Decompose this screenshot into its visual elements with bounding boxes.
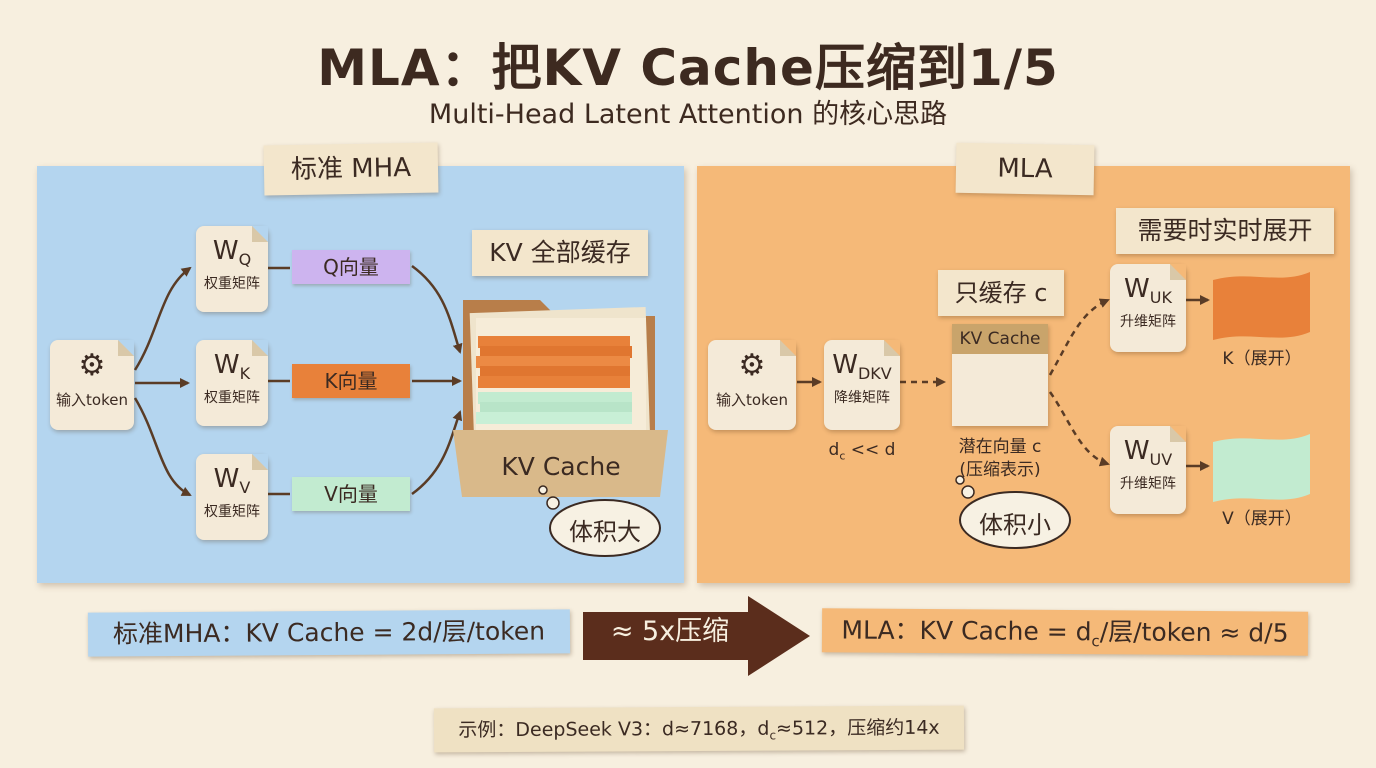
wv-card: WV 权重矩阵	[196, 454, 268, 540]
wuk-card: WUK 升维矩阵	[1110, 264, 1186, 352]
latent-line2: (压缩表示)	[959, 460, 1041, 480]
wdkv-main: W	[832, 350, 858, 380]
mha-input-card: ⚙ 输入token	[50, 340, 134, 430]
wk-card: WK 权重矩阵	[196, 340, 268, 426]
mla-summary-bar: MLA：KV Cache = dc/层/token ≈ d/5	[821, 608, 1309, 656]
wq-sub: Q	[238, 250, 252, 270]
example-post: ≈512，压缩约14x	[775, 716, 940, 740]
mla-summary-sub: c	[1091, 632, 1100, 651]
wq-card: WQ 权重矩阵	[196, 226, 268, 312]
expand-heading: 需要时实时展开	[1116, 208, 1334, 254]
wuk-main: W	[1124, 274, 1150, 304]
wuv-sub: UV	[1149, 450, 1173, 470]
wuk-sub: UK	[1149, 288, 1172, 308]
latent-line1: 潜在向量 c	[958, 437, 1042, 457]
compression-ratio-label: ≈ 5x压缩	[610, 616, 730, 647]
gear-icon: ⚙	[738, 348, 766, 383]
wk-label: 权重矩阵	[204, 390, 260, 407]
dim-note-rest: << d	[845, 440, 896, 460]
mla-bubble-text: 体积小	[979, 511, 1051, 539]
wdkv-label: 降维矩阵	[834, 390, 890, 407]
mha-bubble-text: 体积大	[569, 518, 641, 546]
kv-folder-graphic	[453, 300, 668, 497]
k-vector: K向量	[292, 364, 410, 398]
q-vector: Q向量	[292, 250, 410, 284]
dim-note-main: d	[828, 440, 840, 460]
mla-bubble	[955, 475, 1071, 549]
arrow-input-wq	[133, 266, 192, 371]
wv-main: W	[213, 464, 240, 494]
k-expanded-label: K（展开）	[1222, 349, 1302, 369]
example-pre: 示例：DeepSeek V3：d≈7168，d	[458, 717, 770, 742]
k-expanded-sheet	[1213, 272, 1310, 340]
wv-sub: V	[239, 478, 251, 498]
page-title: MLA：把KV Cache压缩到1/5	[317, 39, 1059, 97]
kv-cache-heading: KV 全部缓存	[472, 230, 648, 276]
mla-summary-pre: MLA：KV Cache = d	[841, 615, 1092, 647]
v-expanded-sheet	[1213, 434, 1310, 502]
arrow-input-wv	[133, 397, 192, 497]
arrow-q-cache	[411, 264, 463, 354]
wuk-label: 升维矩阵	[1120, 314, 1176, 331]
wq-main: W	[212, 236, 239, 266]
mla-input-label: 输入token	[716, 391, 788, 409]
k-sheets	[476, 336, 632, 388]
wk-sub: K	[239, 364, 251, 384]
example-note: 示例：DeepSeek V3：d≈7168，dc≈512，压缩约14x	[433, 705, 965, 753]
cache-only-heading: 只缓存 c	[938, 270, 1064, 316]
dim-note: dc << d	[820, 440, 904, 462]
mha-input-label: 输入token	[56, 391, 128, 409]
v-sheets	[476, 392, 632, 424]
mha-bubble	[538, 485, 661, 557]
wuv-label: 升维矩阵	[1120, 476, 1176, 493]
mha-summary-bar: 标准MHA：KV Cache = 2d/层/token	[87, 609, 571, 657]
v-expanded-label: V（展开）	[1222, 509, 1302, 529]
summary-big-arrow	[583, 596, 810, 676]
dim-note-sub: c	[839, 449, 846, 463]
wk-main: W	[213, 350, 240, 380]
wuv-card: WUV 升维矩阵	[1110, 426, 1186, 514]
wv-label: 权重矩阵	[204, 504, 260, 521]
arrow-cache-wuk	[1048, 298, 1110, 376]
kv-cache-card-label: KV Cache	[952, 324, 1048, 354]
wq-label: 权重矩阵	[204, 276, 260, 293]
gear-icon: ⚙	[78, 348, 106, 383]
folder-label: KV Cache	[501, 452, 621, 481]
wdkv-card: WDKV 降维矩阵	[824, 340, 900, 430]
mla-input-card: ⚙ 输入token	[708, 340, 796, 430]
kv-cache-card: KV Cache	[952, 324, 1048, 426]
v-vector: V向量	[292, 477, 410, 511]
wuv-main: W	[1123, 436, 1150, 466]
page-subtitle: Multi-Head Latent Attention 的核心思路	[428, 99, 948, 130]
arrow-v-cache	[411, 410, 463, 496]
mla-summary-post: /层/token ≈ d/5	[1099, 617, 1289, 648]
wdkv-sub: DKV	[857, 364, 892, 384]
